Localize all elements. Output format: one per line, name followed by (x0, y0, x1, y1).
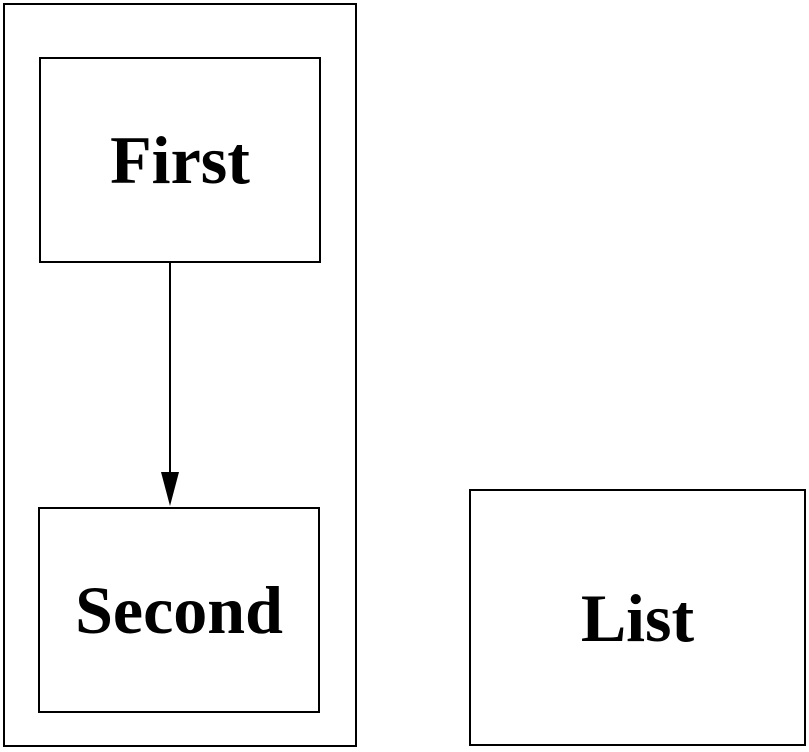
node-second-label: Second (75, 572, 283, 648)
node-list-label: List (580, 579, 695, 656)
node-second: Second (38, 507, 320, 713)
node-list: List (469, 489, 806, 746)
node-first-label: First (110, 122, 250, 198)
node-first: First (39, 57, 321, 263)
